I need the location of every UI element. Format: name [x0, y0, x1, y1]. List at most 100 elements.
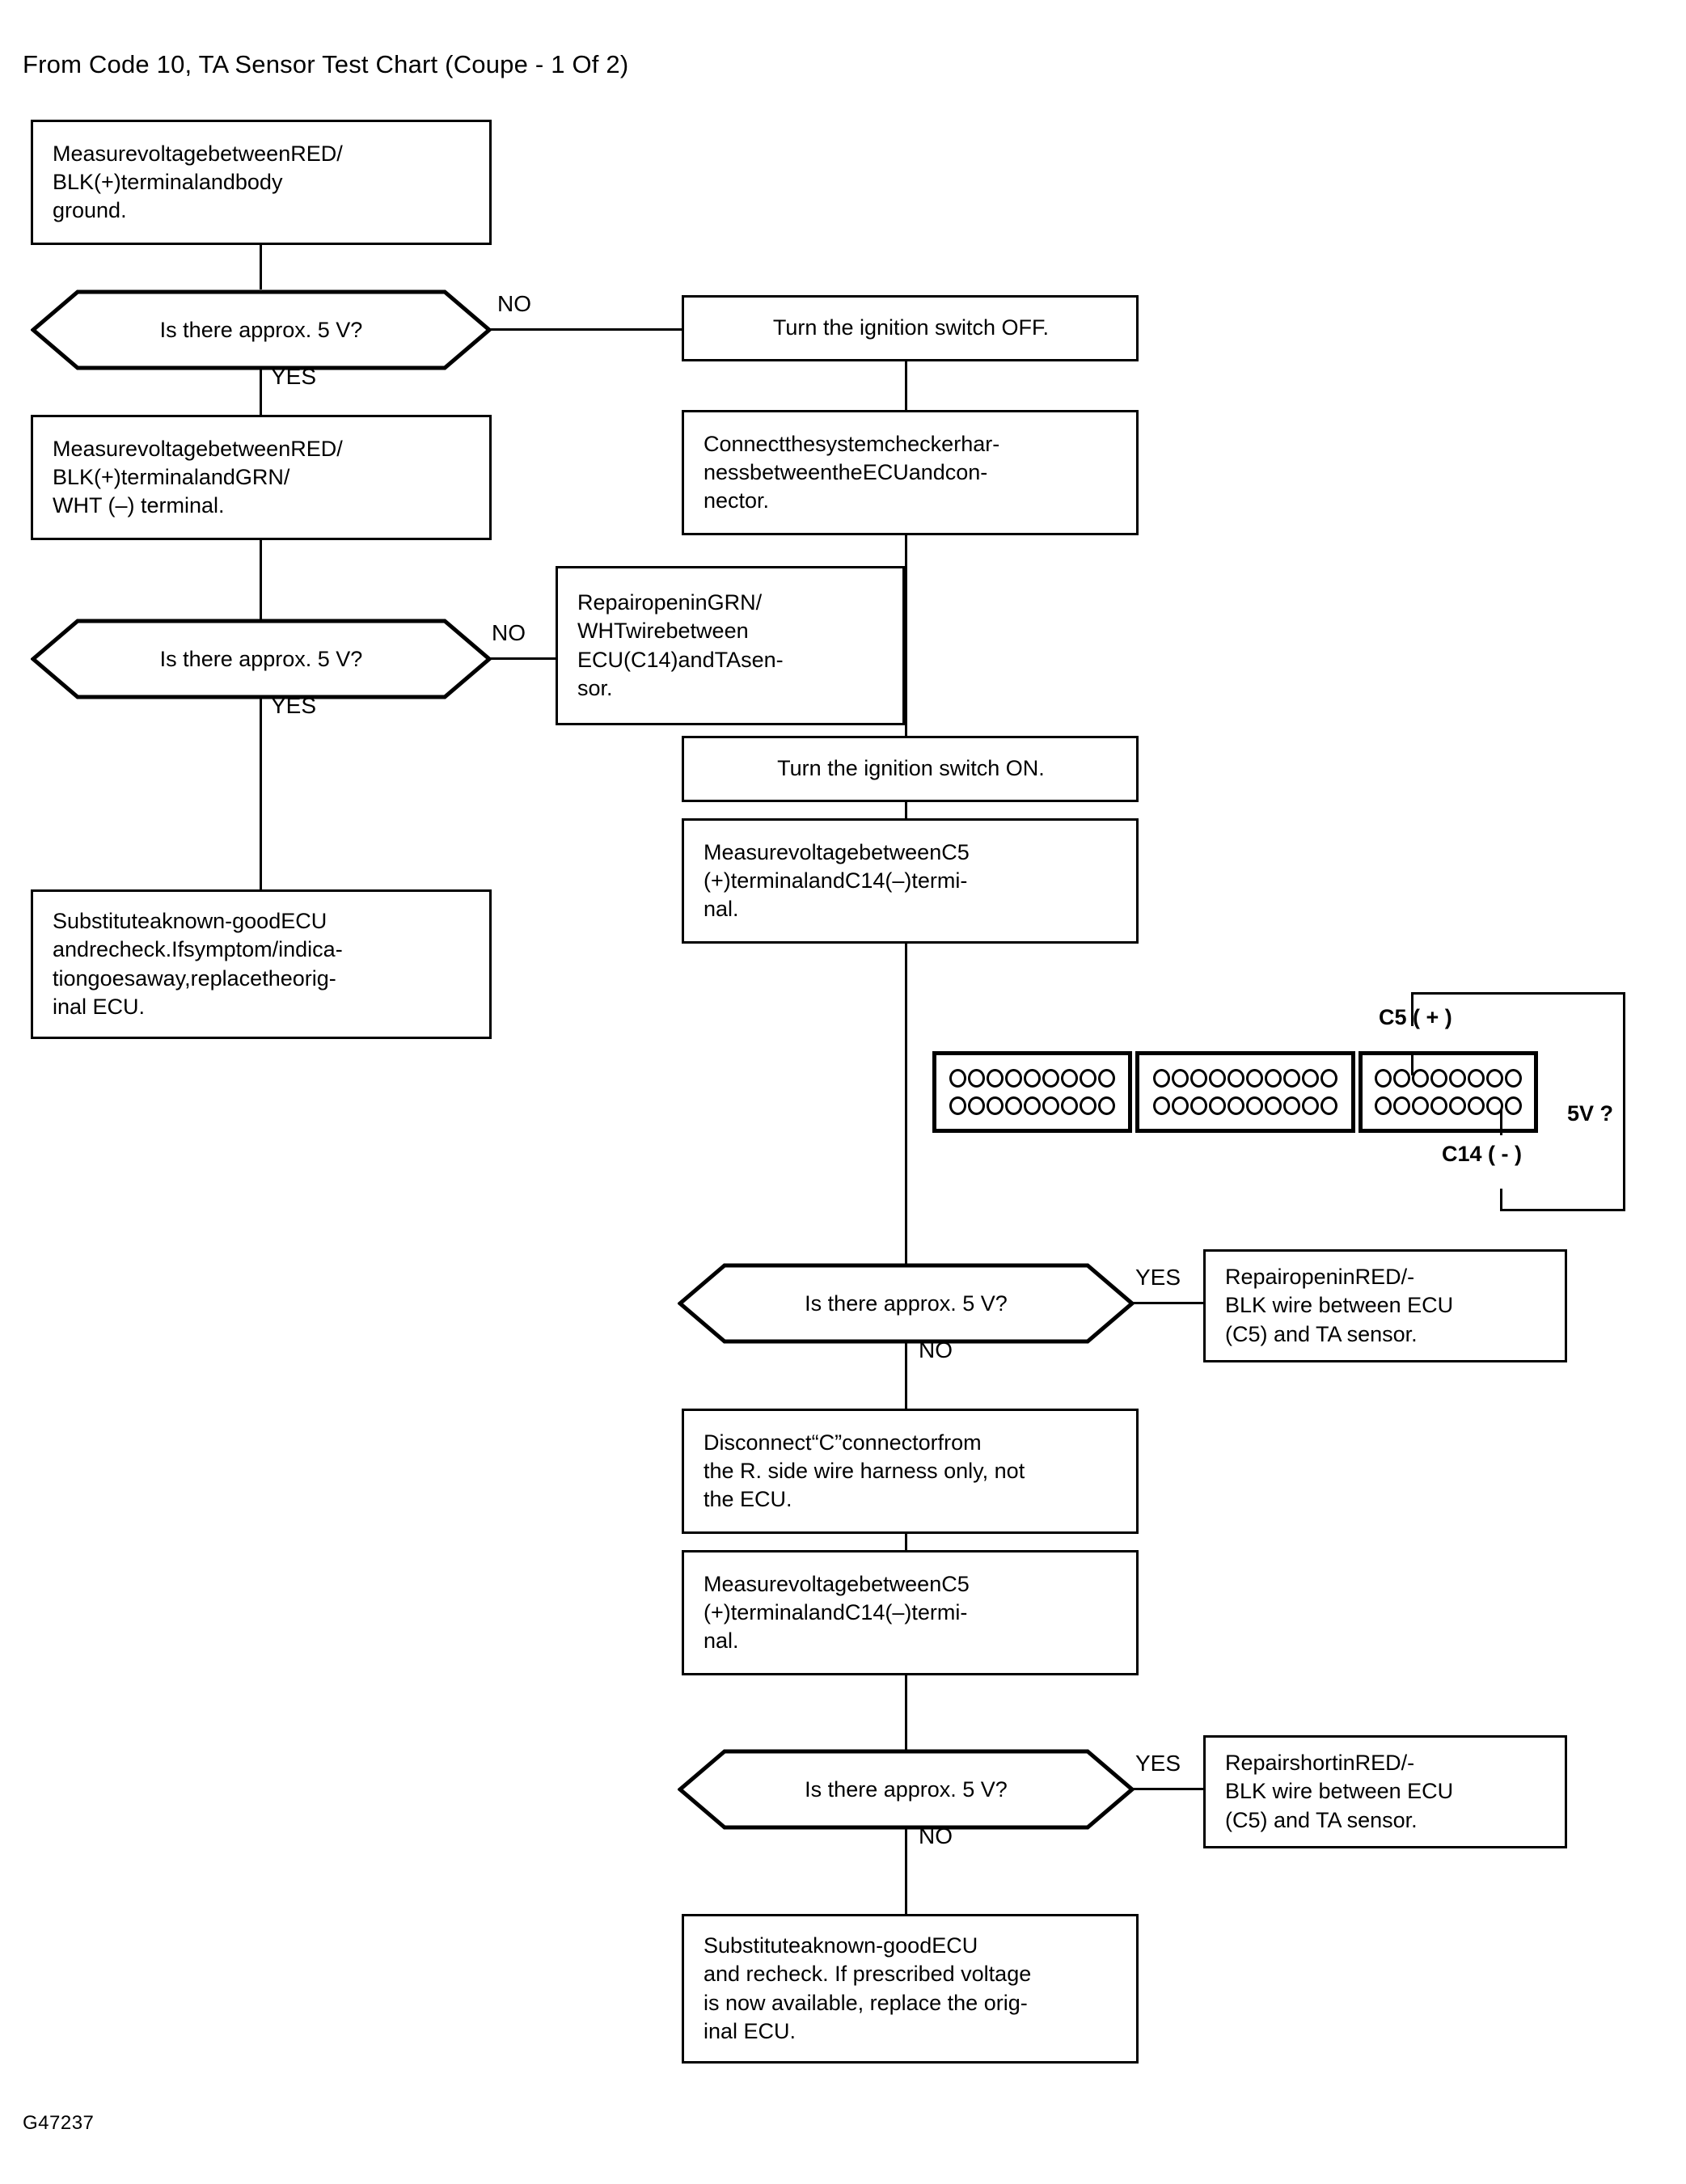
connector-line — [905, 1341, 907, 1411]
word: ECU — [932, 1933, 978, 1958]
hexagon-shape — [678, 1749, 1135, 1830]
word: Measure — [704, 1571, 789, 1596]
word: between — [750, 459, 833, 484]
node-line: WHT (–) terminal. — [53, 493, 225, 518]
word: and — [198, 169, 235, 194]
pin-row-top — [1153, 1069, 1337, 1088]
word: checker — [884, 431, 961, 456]
word: Measure — [53, 141, 138, 166]
word: WHT — [577, 619, 626, 644]
word: Substitute — [704, 1933, 801, 1958]
pin — [1393, 1069, 1410, 1088]
pin — [1468, 1069, 1485, 1088]
node-repair-short-redblk: RepairshortinRED/- BLK wire between ECU … — [1203, 1735, 1567, 1848]
word: sen- — [741, 647, 784, 672]
node-ignition-off: Turn the ignition switch OFF. — [682, 295, 1139, 361]
node-line: RepairopeninRED/- — [1225, 1263, 1547, 1291]
node-line: (C5) and TA sensor. — [1225, 1807, 1418, 1832]
pin — [1061, 1096, 1078, 1115]
word: termi- — [911, 1599, 968, 1624]
word: (+) — [94, 169, 121, 194]
pin — [1024, 1096, 1041, 1115]
pin-row-top — [949, 1069, 1115, 1088]
node-measure-redblk-grnwht: MeasurevoltagebetweenRED/ BLK(+)terminal… — [31, 415, 492, 540]
pin — [1228, 1069, 1244, 1088]
node-measure-c5-c14-a: MeasurevoltagebetweenC5 (+)terminalandC1… — [682, 818, 1139, 944]
word: tion — [53, 965, 88, 991]
word: RED/ — [290, 436, 343, 461]
pin — [1505, 1096, 1522, 1115]
pin-row-bottom — [949, 1096, 1115, 1115]
pin — [1430, 1069, 1447, 1088]
connector-line — [489, 657, 556, 660]
pin-row-bottom — [1375, 1096, 1522, 1115]
word: body — [235, 169, 283, 194]
figure-code: G47237 — [23, 2112, 95, 2134]
meter-lead-vertical — [1623, 992, 1625, 1210]
pin — [1486, 1069, 1503, 1088]
pin-c14 — [1486, 1096, 1503, 1115]
word: between — [859, 1571, 942, 1596]
node-repair-open-grnwht: RepairopeninGRN/ WHTwirebetween ECU(C14)… — [556, 566, 905, 725]
probe-lead-c5 — [1411, 1053, 1413, 1075]
node-line: ground. — [53, 198, 127, 223]
connector-block-left — [932, 1051, 1132, 1133]
node-line: the R. side wire harness only, not — [704, 1458, 1025, 1483]
hexagon-shape — [678, 1263, 1135, 1344]
node-line: andrecheck.Ifsymptom/indica- — [53, 936, 471, 964]
word: Repair — [1225, 1751, 1290, 1776]
pin — [1393, 1096, 1410, 1115]
pin — [1005, 1096, 1022, 1115]
pin — [1505, 1069, 1522, 1088]
word: har- — [961, 431, 1000, 456]
pin — [1246, 1096, 1263, 1115]
word: between — [666, 619, 749, 644]
pin — [968, 1069, 985, 1088]
connector-line — [905, 535, 907, 737]
pin — [1024, 1069, 1041, 1088]
node-line: the ECU. — [704, 1487, 792, 1512]
word: ECU — [862, 459, 909, 484]
word: termi- — [911, 868, 968, 893]
node-line: Substituteaknown-goodECU — [53, 907, 471, 936]
word: terminal — [120, 464, 199, 489]
pin — [1283, 1069, 1300, 1088]
word: voltage — [788, 1571, 860, 1596]
pin — [1320, 1069, 1337, 1088]
node-decision-5v-3: Is there approx. 5 V? — [678, 1263, 1135, 1344]
connector-line — [905, 1532, 907, 1552]
hexagon-shape — [31, 289, 492, 370]
page-title: From Code 10, TA Sensor Test Chart (Coup… — [23, 50, 629, 78]
pin — [1209, 1069, 1226, 1088]
node-ignition-on: Turn the ignition switch ON. — [682, 736, 1139, 802]
connector-line — [905, 1675, 907, 1753]
pin — [949, 1069, 966, 1088]
pin — [1302, 1069, 1319, 1088]
word: Measure — [704, 839, 789, 864]
connector-line — [1132, 1788, 1205, 1790]
word: the — [832, 459, 863, 484]
word: in — [1337, 1751, 1355, 1776]
pin — [987, 1096, 1004, 1115]
node-line: Turn the ignition switch OFF. — [772, 315, 1050, 340]
pin — [1283, 1096, 1300, 1115]
word: GRN/ — [235, 464, 290, 489]
connector-line — [1132, 1302, 1205, 1304]
word: in — [690, 590, 708, 615]
word: known-good — [813, 1933, 932, 1958]
node-line: (C5) and TA sensor. — [1225, 1321, 1418, 1346]
word: TA — [714, 647, 742, 672]
word: from — [937, 1430, 982, 1455]
pin — [1042, 1096, 1059, 1115]
word: Disconnect — [704, 1430, 812, 1455]
word: voltage — [788, 839, 860, 864]
node-line: sor. — [577, 675, 613, 700]
word: and — [678, 647, 715, 672]
connector-line — [905, 802, 907, 820]
pin — [1375, 1096, 1392, 1115]
probe-lead-c5-top — [1411, 992, 1625, 995]
pin — [1061, 1069, 1078, 1088]
connector-line — [260, 368, 262, 416]
pin — [1190, 1096, 1207, 1115]
